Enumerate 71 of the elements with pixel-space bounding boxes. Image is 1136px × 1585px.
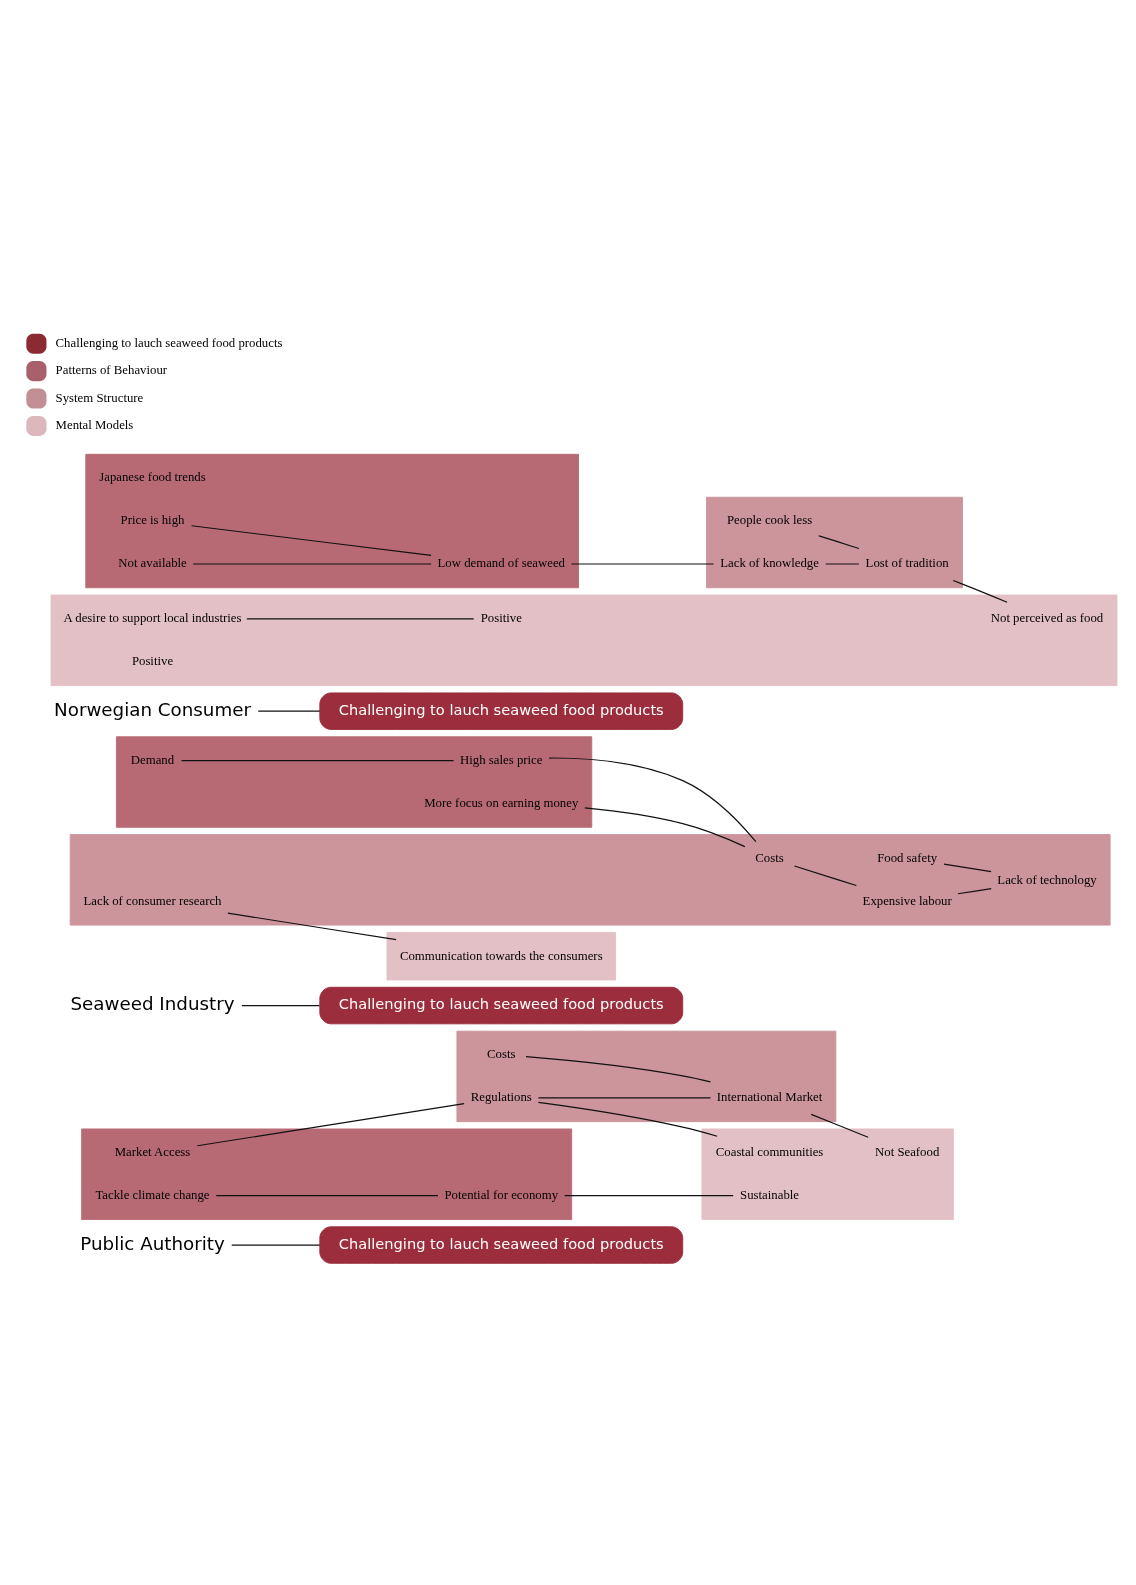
node-text: Expensive labour bbox=[862, 893, 952, 908]
node-text: More focus on earning money bbox=[424, 795, 579, 810]
cluster bbox=[69, 833, 1111, 926]
node-text: Demand bbox=[130, 752, 175, 767]
connector bbox=[952, 579, 1008, 603]
connector bbox=[537, 1096, 712, 1098]
node-text: Public Authority bbox=[80, 1232, 225, 1254]
cluster bbox=[115, 735, 593, 828]
node-box: Challenging to lauch seaweed food products bbox=[319, 691, 684, 730]
cluster bbox=[706, 496, 963, 588]
cluster bbox=[85, 453, 579, 588]
connector bbox=[215, 1194, 439, 1196]
connector bbox=[192, 562, 432, 565]
connector bbox=[257, 710, 321, 712]
legend-label: Mental Models bbox=[55, 417, 134, 432]
connector bbox=[818, 534, 860, 549]
connector bbox=[180, 759, 455, 761]
cluster bbox=[386, 931, 616, 980]
node-text: Not perceived as food bbox=[990, 610, 1104, 625]
node-text: Lack of consumer research bbox=[83, 893, 222, 908]
node-text: Price is high bbox=[120, 512, 185, 527]
connector bbox=[793, 864, 857, 886]
connector bbox=[810, 1113, 869, 1138]
connector bbox=[943, 862, 992, 872]
legend-label: System Structure bbox=[55, 390, 144, 405]
cluster bbox=[701, 1128, 954, 1220]
node-text: Coastal communities bbox=[715, 1144, 824, 1159]
node-text: Lack of technology bbox=[997, 872, 1097, 887]
node-text: Sustainable bbox=[740, 1187, 800, 1202]
node-text: Not available bbox=[118, 555, 187, 570]
node-text: International Market bbox=[716, 1089, 823, 1104]
node-text: A desire to support local industries bbox=[63, 610, 242, 625]
cluster bbox=[50, 594, 1118, 686]
connector bbox=[227, 912, 397, 940]
node-text: Norwegian Consumer bbox=[54, 698, 251, 720]
node-text: Lost of tradition bbox=[865, 555, 949, 570]
connector bbox=[570, 562, 715, 565]
cluster bbox=[456, 1030, 837, 1122]
cluster bbox=[81, 1128, 573, 1220]
node-text: Positive bbox=[131, 653, 174, 668]
node-text: Japanese food trends bbox=[99, 469, 206, 484]
node-text: Tackle climate change bbox=[95, 1187, 210, 1202]
node-text: Regulations bbox=[470, 1089, 532, 1104]
node-text: Low demand of seaweed bbox=[437, 555, 565, 570]
node-text: People cook less bbox=[726, 512, 813, 527]
node-text: Costs bbox=[755, 850, 784, 865]
connector bbox=[196, 1102, 465, 1146]
node-box: Challenging to lauch seaweed food products bbox=[319, 1225, 684, 1264]
node-box: Challenging to lauch seaweed food products bbox=[319, 986, 684, 1024]
node-text: Food safety bbox=[877, 850, 938, 865]
node-text: Market Access bbox=[114, 1144, 191, 1159]
node-text: Costs bbox=[487, 1046, 516, 1061]
node-text: Communication towards the consumers bbox=[399, 948, 603, 963]
node-text: High sales price bbox=[460, 752, 543, 767]
node-text: Not Seafood bbox=[875, 1144, 940, 1159]
node-text: Positive bbox=[480, 610, 522, 625]
connector bbox=[525, 1055, 711, 1082]
connector bbox=[564, 1194, 734, 1196]
connector bbox=[231, 1243, 321, 1246]
connector bbox=[584, 806, 746, 847]
legend-label: Challenging to lauch seaweed food products bbox=[55, 335, 283, 350]
connector bbox=[957, 887, 992, 894]
connector bbox=[190, 524, 432, 556]
node-text: Potential for economy bbox=[444, 1187, 559, 1202]
node-text: Seaweed Industry bbox=[70, 992, 235, 1014]
connector bbox=[241, 1004, 321, 1006]
node-text: Lack of knowledge bbox=[720, 555, 819, 570]
connector bbox=[537, 1101, 718, 1137]
legend-label: Patterns of Behaviour bbox=[55, 362, 168, 377]
connector bbox=[548, 756, 757, 842]
connector bbox=[246, 617, 475, 619]
